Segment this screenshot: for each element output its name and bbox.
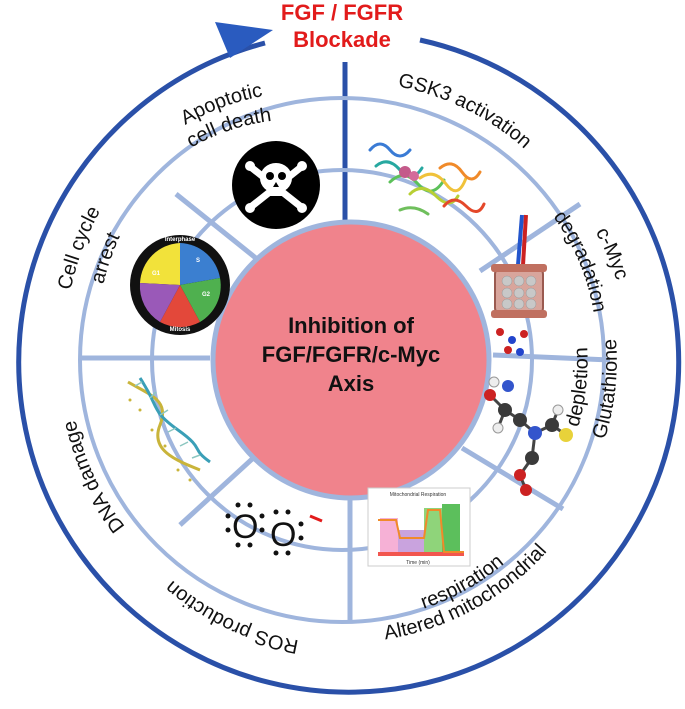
segment-dividers [80, 192, 611, 622]
respiration-chart-icon: Mitochondrial Respiration Time (min) [367, 487, 471, 567]
cell-cycle-mitosis: Mitosis [170, 327, 191, 333]
glutathione-molecule-icon [484, 376, 573, 496]
label-dna: DNA damage [59, 419, 129, 537]
center-line-3: Axis [328, 371, 374, 396]
cell-cycle-g1: G1 [152, 271, 161, 277]
title-line-1: FGF / FGFR [281, 0, 403, 25]
superoxide-radical-icon: O O [225, 502, 323, 556]
ring-arrow-head [215, 22, 273, 58]
mito-chart-xlabel: Time (min) [406, 560, 430, 566]
cell-cycle-s: S [196, 258, 200, 264]
mito-chart-title: Mitochondrial Respiration [390, 492, 447, 498]
center-line-2: FGF/FGFR/c-Myc [262, 342, 440, 367]
center-disc [210, 219, 492, 501]
proteasome-icon [491, 214, 547, 356]
svg-text:O: O [270, 516, 296, 554]
svg-text:O: O [232, 508, 258, 546]
label-cmyc-2: degradation [549, 207, 610, 314]
cell-cycle-interphase: Interphase [165, 237, 196, 243]
dna-helix-icon [127, 377, 211, 482]
center-line-1: Inhibition of [288, 313, 415, 338]
outer-ring [16, 37, 682, 695]
cell-cycle-g2: G2 [202, 292, 211, 298]
title-line-2: Blockade [293, 27, 391, 52]
skull-crossbones-icon [232, 141, 320, 229]
label-glut-1: Glutathione [588, 338, 621, 441]
cell-cycle-icon: Interphase G1 S G2 Mitosis [130, 235, 230, 335]
protein-structure-icon [368, 142, 486, 216]
label-gsk3: GSK3 activation [396, 70, 535, 153]
